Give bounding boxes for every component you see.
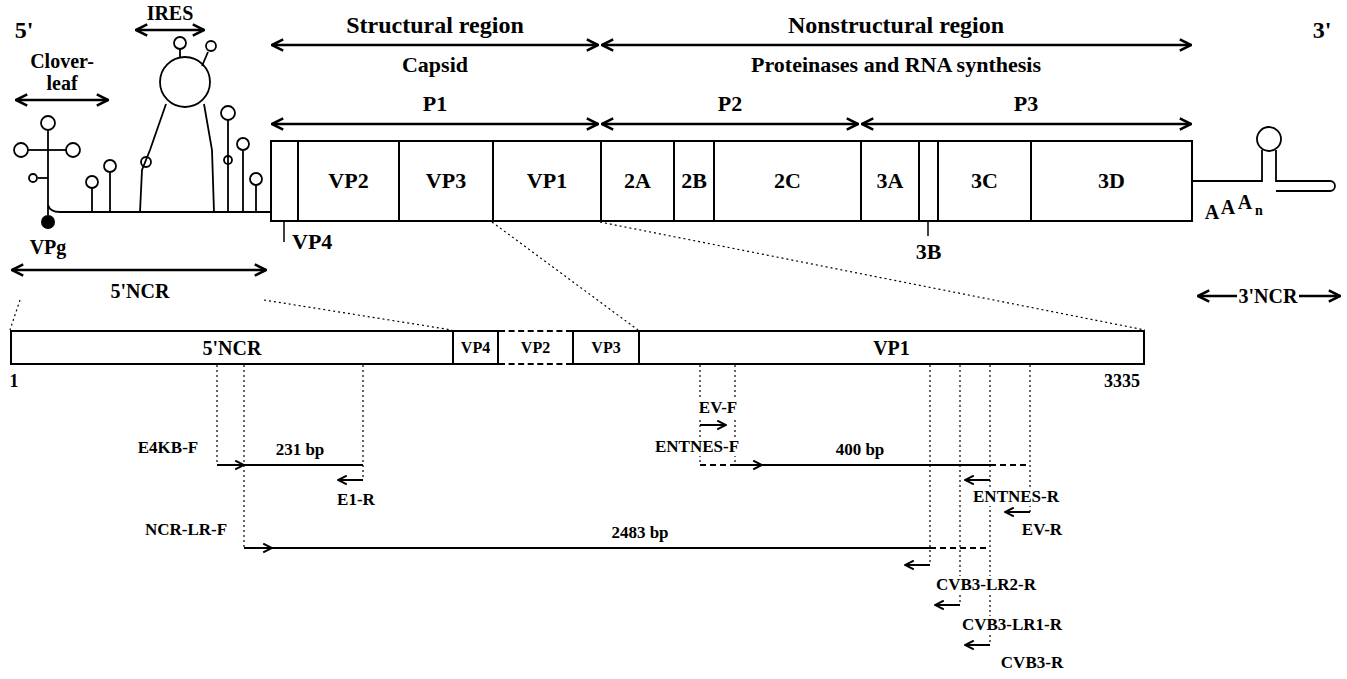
region-title: Structural region [346, 12, 524, 38]
primer-arrows [217, 425, 1030, 645]
amplicon-lines [217, 465, 1030, 548]
nonstructural-protein-box: 3C [937, 140, 1032, 222]
primer-name: EV-R [1020, 521, 1064, 540]
nonstructural-protein-box: 3A [860, 140, 920, 222]
three-prime-structure [1193, 127, 1335, 191]
expanded-region-box: VP3 [572, 330, 640, 365]
region-title: Nonstructural region [788, 12, 1004, 38]
segment-name: 3C [971, 169, 998, 193]
position-number: 1 [10, 372, 19, 392]
polyprotein-label: P3 [1014, 92, 1038, 116]
structure-label: VPg [30, 236, 67, 258]
expanded-region-box: VP4 [452, 330, 499, 365]
capsid-protein-box: VP3 [398, 140, 494, 222]
rna-structure [14, 37, 270, 215]
amplicon-size: 2483 bp [611, 524, 668, 543]
expanded-region-box: 5'NCR [10, 330, 454, 365]
primer-name: CVB3-LR2-R [934, 576, 1038, 595]
primer-name: ENTNES-F [653, 438, 741, 457]
segment-name: VP2 [328, 169, 368, 193]
segment-name: 2A [624, 169, 651, 193]
segment-name: VP3 [426, 169, 466, 193]
segment-name: VP1 [527, 169, 567, 193]
structure-label: IRES [147, 2, 194, 24]
capsid-protein-box: VP4 [270, 140, 299, 222]
zoom-lines [10, 222, 1145, 330]
capsid-protein-box: VP1 [492, 140, 602, 222]
primer-name: CVB3-R [999, 654, 1065, 673]
segment-ticks [284, 222, 928, 242]
expanded-region-box: VP1 [638, 330, 1145, 365]
expanded-region-box: VP2 [499, 330, 572, 365]
segment-name: 2C [774, 169, 801, 193]
strand-end: 3' [1313, 17, 1332, 43]
primer-name: EV-F [697, 399, 739, 418]
polyprotein-label: P2 [718, 92, 742, 116]
region-label: 5'NCR [111, 280, 170, 302]
segment-name: 3B [916, 240, 942, 264]
span-arrows [12, 30, 1340, 296]
segment-name: VP4 [292, 230, 332, 254]
position-number: 3335 [1104, 372, 1140, 392]
segment-name: 3D [1098, 169, 1125, 193]
region-subtitle: Capsid [402, 53, 468, 77]
nonstructural-protein-box: 2C [713, 140, 862, 222]
nonstructural-protein-box: 3B [918, 140, 939, 222]
nonstructural-protein-box: 2B [673, 140, 715, 222]
amplicon-size: 400 bp [836, 441, 885, 460]
region-label: 3'NCR [1237, 285, 1300, 307]
primer-name: E4KB-F [138, 439, 198, 458]
segment-name: 5'NCR [203, 337, 262, 359]
segment-name: VP2 [521, 339, 550, 357]
poly-a-letter: A [1221, 196, 1235, 218]
primer-name: NCR-LR-F [145, 521, 227, 540]
strand-end: 5' [15, 17, 34, 43]
poly-a-subscript: n [1255, 203, 1263, 218]
segment-name: VP1 [873, 337, 910, 359]
segment-name: VP3 [591, 339, 620, 357]
nonstructural-protein-box: 3D [1030, 140, 1193, 222]
segment-name: 3A [877, 169, 904, 193]
primer-name: ENTNES-R [971, 488, 1061, 507]
segment-name: 2B [681, 169, 707, 193]
polyprotein-label: P1 [423, 92, 447, 116]
nonstructural-protein-box: 2A [600, 140, 675, 222]
capsid-protein-box: VP2 [297, 140, 400, 222]
amplicon-size: 231 bp [276, 441, 325, 460]
primer-guides [217, 365, 1030, 645]
vpg-dot [41, 215, 55, 229]
poly-a-letter: A [1205, 201, 1219, 223]
poly-a-letter: A [1238, 191, 1252, 213]
primer-name: CVB3-LR1-R [960, 616, 1064, 635]
segment-name: VP4 [461, 339, 490, 357]
region-subtitle: Proteinases and RNA synthesis [751, 53, 1041, 77]
primer-name: E1-R [337, 491, 375, 510]
structure-label: Clover-leaf [21, 50, 103, 94]
